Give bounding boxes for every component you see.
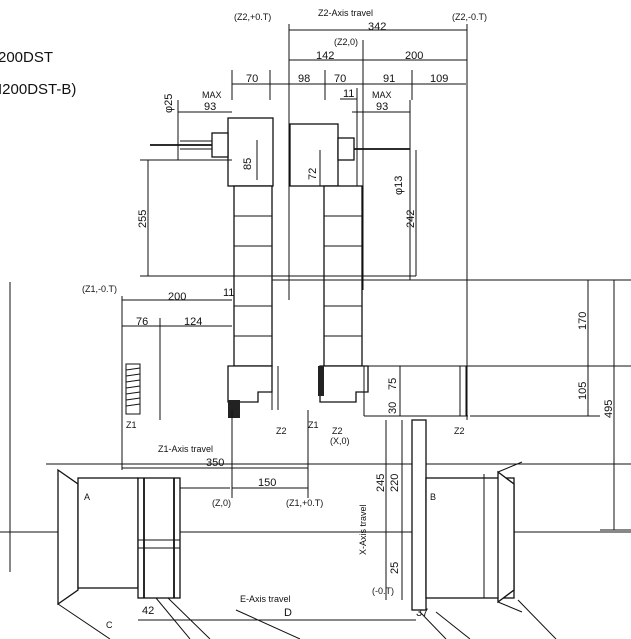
z1-label-a: Z1 [126, 420, 137, 430]
hatch-4 [125, 385, 141, 389]
z2-plus-ot-label: (Z2,+0.T) [234, 12, 271, 22]
hatch-5 [125, 391, 141, 395]
dim-30: 30 [387, 402, 399, 414]
center-chuck [137, 477, 230, 599]
dim-105: 105 [577, 382, 589, 400]
left-turret-column [227, 185, 279, 418]
dim-76: 76 [136, 316, 148, 328]
z1-axis-travel-label: Z1-Axis travel [158, 444, 213, 454]
hatch-2 [125, 373, 141, 377]
z1-label-b: Z1 [308, 420, 319, 430]
minus-ot-label: (-0.T) [372, 586, 394, 596]
right-tool-holder [289, 123, 339, 187]
model-line-1: 200DST [0, 49, 53, 66]
dim-42: 42 [142, 605, 154, 617]
dim-342: 342 [368, 21, 386, 33]
z2-label-c: Z2 [454, 426, 465, 436]
base-skirt-mid-1 [167, 597, 211, 639]
right-chuck-block [318, 366, 324, 396]
dim-109: 109 [430, 73, 448, 85]
dim-150: 150 [258, 477, 276, 489]
x-axis-travel-label: X-Axis travel [358, 504, 368, 555]
dim-85: 85 [242, 158, 254, 170]
dim-98: 98 [298, 73, 310, 85]
spindle-a-flange [57, 468, 79, 606]
dim-93-b: 93 [376, 101, 388, 113]
right-turret-base [319, 365, 369, 403]
spindle-a-body [77, 477, 139, 589]
dim-200-top: 200 [405, 50, 423, 62]
model-line-2: I200DST-B) [0, 81, 76, 98]
z1-minus-ot-label: (Z1,-0.T) [82, 284, 117, 294]
dim-200-mid: 200 [168, 291, 186, 303]
dim-75: 75 [387, 378, 399, 390]
phi-13-label: φ13 [393, 176, 405, 195]
z1-plus-ot-label: (Z1,+0.T) [286, 498, 323, 508]
z2-axis-travel-label: Z2-Axis travel [318, 8, 373, 18]
spindle-b-flange-bottom [497, 601, 523, 613]
hatch-1 [125, 367, 141, 371]
base-skirt-mid-2 [155, 597, 191, 639]
base-skirt-right-3 [435, 611, 471, 639]
dim-242: 242 [405, 210, 417, 228]
dim-70-a: 70 [246, 73, 258, 85]
dim-124: 124 [184, 316, 202, 328]
spindle-b-column [411, 419, 427, 611]
x-zero-label: (X,0) [330, 436, 350, 446]
dim-93-a: 93 [204, 101, 216, 113]
base-skirt-mid-3 [235, 609, 301, 639]
spindle-b-flange-inner [497, 470, 515, 604]
dim-25: 25 [389, 562, 401, 574]
right-tool-nut [337, 137, 355, 161]
dim-220: 220 [389, 474, 401, 492]
base-skirt-left [57, 603, 111, 639]
dim-11-mid: 11 [223, 287, 234, 299]
dim-495: 495 [603, 400, 615, 418]
max-label-1: MAX [202, 90, 222, 100]
e-axis-travel-label: E-Axis travel [240, 594, 291, 604]
base-skirt-right [517, 599, 557, 639]
c-label: C [106, 620, 113, 630]
left-turret-base [227, 365, 273, 403]
dim-142: 142 [316, 50, 334, 62]
hatch-3 [125, 379, 141, 383]
dim-11-top: 11 [343, 88, 354, 100]
z2-label-b: Z2 [332, 426, 343, 436]
right-turret-column [318, 185, 369, 403]
spindle-b-flange-top [497, 461, 523, 473]
z2-label-a: Z2 [276, 426, 287, 436]
z-zero-label: (Z,0) [212, 498, 231, 508]
hatch-7 [125, 403, 141, 407]
dim-245: 245 [375, 474, 387, 492]
spindle-b: B [411, 419, 523, 613]
dim-91: 91 [383, 73, 395, 85]
z2-minus-ot-label: (Z2,-0.T) [452, 12, 487, 22]
center-chuck-body [137, 477, 181, 599]
hatch-6 [125, 397, 141, 401]
left-chuck-block [228, 400, 240, 418]
dim-70-b: 70 [334, 73, 346, 85]
dim-350: 350 [206, 457, 224, 469]
dim-255: 255 [137, 210, 149, 228]
left-turret-chuck-hatch [228, 400, 240, 418]
dim-72: 72 [307, 168, 319, 180]
spindle-a: A [57, 468, 139, 606]
phi-25-label: φ25 [163, 94, 175, 113]
dim-170: 170 [577, 312, 589, 330]
spindle-a-label: A [84, 492, 90, 502]
left-tool-nut [211, 132, 229, 158]
z1-jaw-left [125, 363, 141, 415]
spindle-b-label: B [430, 492, 436, 502]
z1-jaw-body [125, 363, 141, 415]
max-label-2: MAX [372, 90, 392, 100]
d-label: D [284, 607, 292, 619]
z2-zero-label: (Z2,0) [334, 37, 358, 47]
base-skirt-right-2 [419, 611, 447, 639]
left-tool-holder [227, 117, 274, 187]
